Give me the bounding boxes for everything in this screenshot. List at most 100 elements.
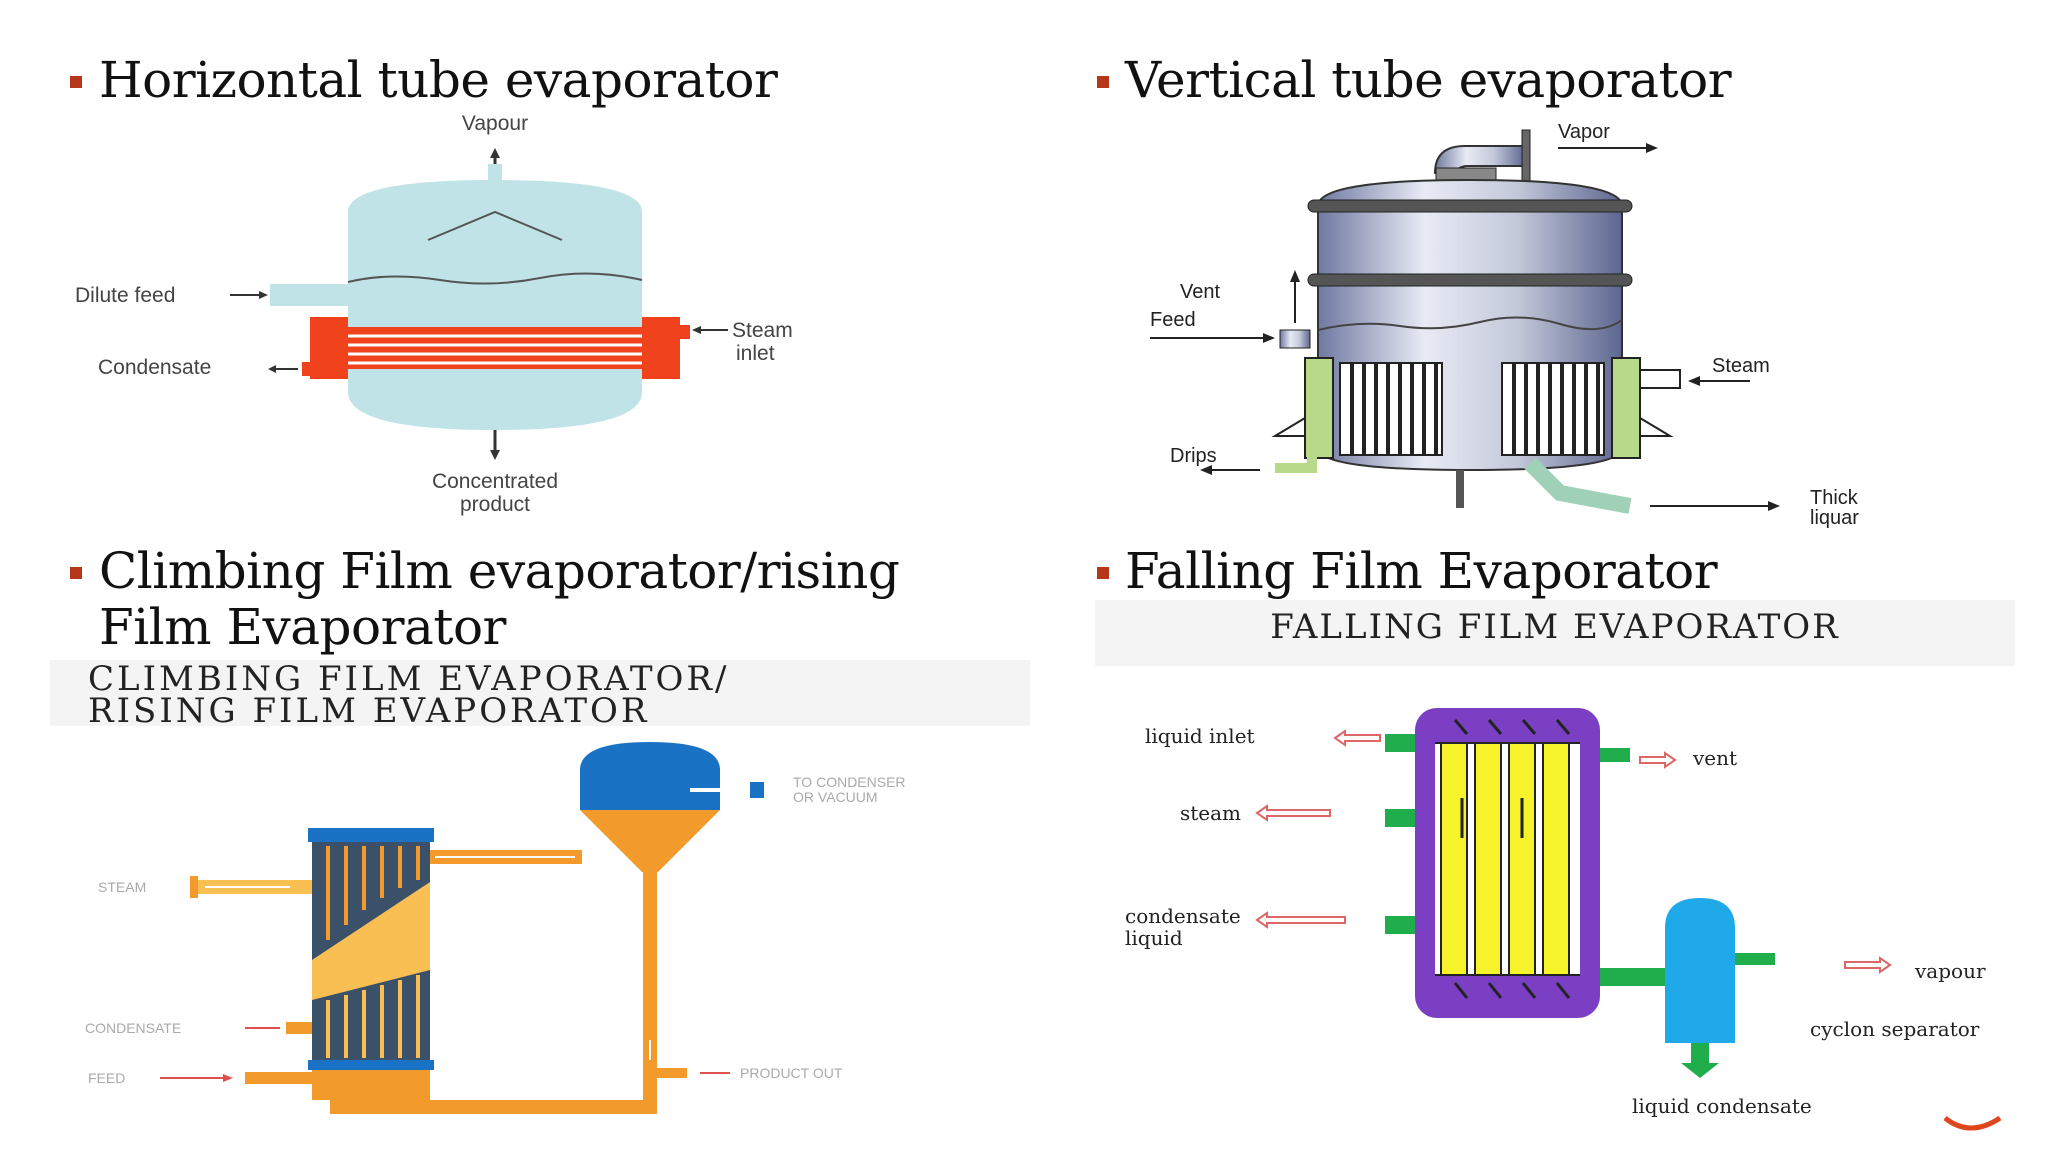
arrow-head bbox=[1768, 501, 1780, 511]
label-steam: steam bbox=[1180, 801, 1241, 825]
liquid-inlet-nozzle bbox=[1385, 734, 1415, 752]
tube-bank-left bbox=[1339, 362, 1443, 456]
label-vapour: vapour bbox=[1914, 959, 1986, 983]
column-bottom bbox=[308, 1060, 434, 1070]
label-drips: Drips bbox=[1170, 445, 1217, 467]
vertical-evaporator-diagram: Vapor Vent Feed Steam Drips Th bbox=[1150, 121, 1859, 528]
support-bracket bbox=[1639, 416, 1674, 437]
climbing-film-diagram: CLIMBING FILM EVAPORATOR/ RISING FILM EV… bbox=[50, 660, 1030, 1114]
arrow-head bbox=[1290, 270, 1300, 282]
steam-flange bbox=[190, 876, 198, 898]
bullet-marker bbox=[1097, 76, 1109, 88]
label-liquid-condensate: liquid condensate bbox=[1632, 1094, 1812, 1118]
flange-band-middle bbox=[1307, 273, 1633, 287]
label-condensate-liquid: liquid bbox=[1125, 926, 1183, 950]
steam-chest-left bbox=[1304, 357, 1334, 459]
label-condensate: Condensate bbox=[98, 356, 211, 379]
heading-vertical-tube: Vertical tube evaporator bbox=[1125, 51, 1732, 109]
arrow-head bbox=[268, 365, 276, 373]
product-out-nozzle bbox=[657, 1068, 687, 1078]
column-base bbox=[312, 1070, 430, 1100]
heading-climbing-line1: Climbing Film evaporator/rising bbox=[99, 542, 900, 600]
feed-nozzle bbox=[270, 284, 350, 306]
separator-cone bbox=[580, 810, 720, 872]
steam-chest-right bbox=[1611, 357, 1641, 459]
arrow-head bbox=[692, 326, 701, 334]
vapour-nozzle bbox=[488, 164, 502, 184]
arrow-head bbox=[223, 1074, 233, 1082]
label-cyclon-separator: cyclon separator bbox=[1810, 1017, 1980, 1041]
label-to-condenser: TO CONDENSER bbox=[793, 774, 906, 790]
tube-header-left bbox=[310, 317, 348, 379]
liquid-level bbox=[347, 272, 643, 285]
support-bracket bbox=[1271, 416, 1306, 437]
label-steam: Steam bbox=[732, 319, 793, 342]
feed-nozzle bbox=[1279, 329, 1311, 349]
steam-nozzle bbox=[1385, 809, 1415, 827]
evaporator-shell bbox=[348, 180, 642, 430]
tubes bbox=[1350, 363, 1600, 455]
label-steam: STEAM bbox=[98, 879, 146, 895]
arrow-head bbox=[259, 291, 268, 299]
label-or-vacuum: OR VACUUM bbox=[793, 789, 878, 805]
tube-bank-right bbox=[1501, 362, 1605, 456]
separator-top bbox=[580, 742, 720, 810]
banner-title: FALLING FILM EVAPORATOR bbox=[1270, 607, 1840, 647]
liquid-condensate-outlet bbox=[1681, 1043, 1719, 1078]
label-feed: Feed bbox=[1150, 309, 1196, 331]
decorative-swoosh bbox=[1943, 1115, 2002, 1131]
label-thick: Thick bbox=[1810, 487, 1859, 509]
product-downcomer bbox=[643, 872, 657, 1112]
label-product-out: PRODUCT OUT bbox=[740, 1065, 843, 1081]
arrow-head bbox=[1688, 376, 1700, 386]
drip-pipe bbox=[1275, 448, 1317, 473]
label-liquar: liquar bbox=[1810, 507, 1859, 528]
banner-background bbox=[50, 660, 1030, 726]
tubes-upper bbox=[326, 846, 420, 940]
banner-line2: RISING FILM EVAPORATOR bbox=[88, 691, 650, 731]
connector-pipe bbox=[1600, 968, 1672, 986]
label-product: product bbox=[460, 493, 530, 516]
label-steam-inlet: inlet bbox=[736, 342, 775, 365]
condensate-nozzle bbox=[1385, 916, 1415, 934]
hollow-arrows bbox=[1255, 729, 1892, 974]
vent-nozzle bbox=[1600, 748, 1630, 762]
column-top bbox=[308, 828, 434, 842]
heading-climbing-film: Climbing Film evaporator/rising Film Eva… bbox=[99, 542, 900, 656]
label-feed: FEED bbox=[88, 1070, 125, 1086]
label-vent: vent bbox=[1692, 746, 1737, 770]
banner-background bbox=[1095, 600, 2015, 666]
bullet-marker bbox=[70, 567, 82, 579]
vapour-nozzle bbox=[1735, 953, 1775, 965]
heading-horizontal-tube: Horizontal tube evaporator bbox=[99, 51, 778, 109]
bullet-marker bbox=[70, 76, 82, 88]
label-concentrated: Concentrated bbox=[432, 470, 558, 493]
label-liquid-inlet: liquid inlet bbox=[1145, 724, 1255, 748]
arrow-head bbox=[1200, 465, 1212, 475]
liquid-level bbox=[1317, 316, 1623, 331]
bullet-marker bbox=[1097, 567, 1109, 579]
label-steam: Steam bbox=[1712, 355, 1770, 377]
flow-arrows bbox=[1453, 719, 1571, 999]
tubes-lower bbox=[326, 975, 420, 1058]
condensate-nozzle bbox=[286, 1022, 312, 1034]
condensate-nozzle bbox=[302, 362, 312, 376]
label-vapour: Vapour bbox=[462, 112, 528, 135]
label-vapor: Vapor bbox=[1558, 121, 1610, 143]
arrow-head bbox=[1646, 143, 1658, 153]
tube-header-right bbox=[642, 317, 680, 379]
feed-pipe bbox=[245, 1072, 315, 1084]
steam-nozzle bbox=[1639, 369, 1681, 389]
bottom-return-pipe bbox=[380, 1100, 657, 1114]
flange-band-top bbox=[1307, 199, 1633, 213]
heading-climbing-line2: Film Evaporator bbox=[99, 598, 506, 656]
cyclon-separator bbox=[1665, 898, 1735, 1043]
falling-film-diagram: FALLING FILM EVAPORATOR liquid inlet ste… bbox=[1095, 600, 2015, 1131]
heading-falling-film: Falling Film Evaporator bbox=[1125, 542, 1718, 600]
vapor-flange bbox=[1521, 129, 1531, 183]
thick-liquor-pipe bbox=[1524, 457, 1632, 514]
label-dilute-feed: Dilute feed bbox=[75, 284, 175, 307]
falling-tubes bbox=[1440, 742, 1570, 976]
steam-nozzle bbox=[680, 325, 690, 339]
horizontal-evaporator-diagram: Vapour Dilute feed Steam inlet Condensat… bbox=[75, 112, 793, 516]
